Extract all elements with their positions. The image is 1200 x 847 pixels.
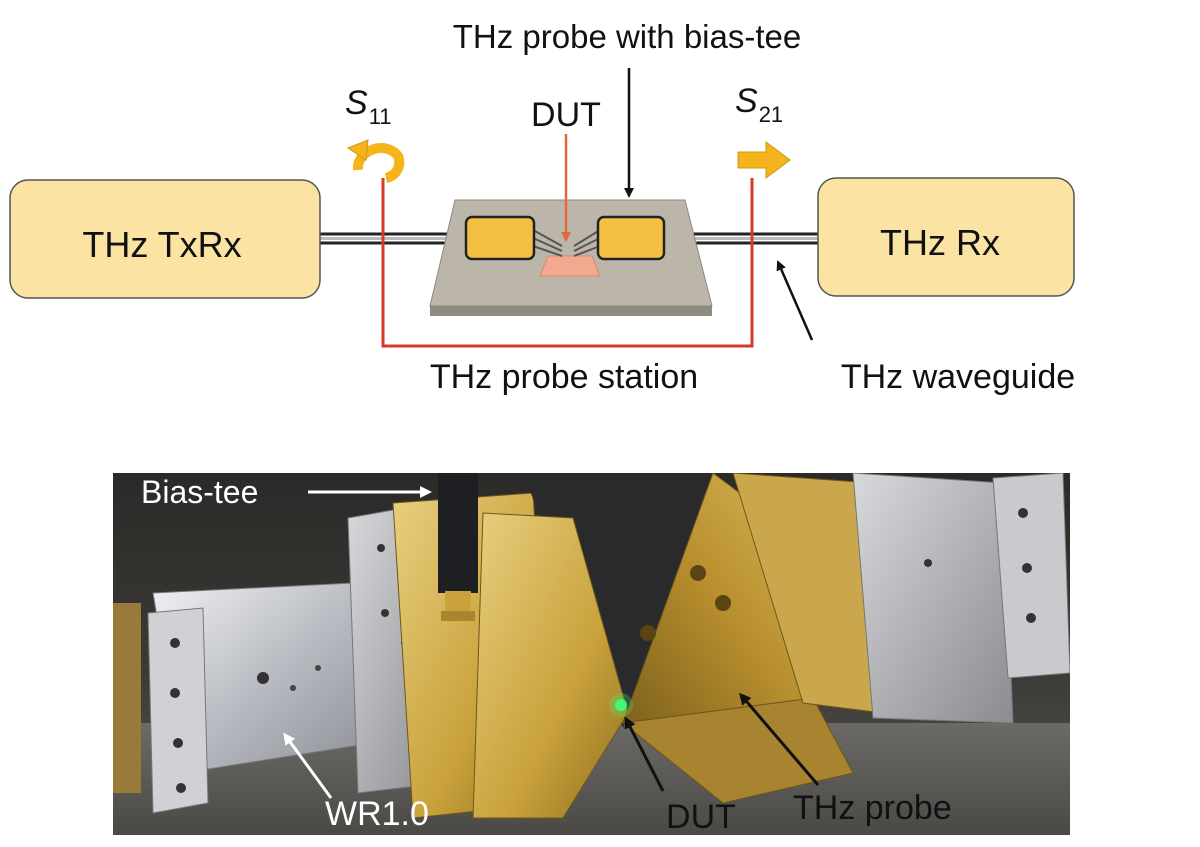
schematic-diagram: THz TxRx THz Rx S11 [9, 18, 1075, 396]
thz-txrx-label: THz TxRx [82, 224, 241, 265]
dut-glint [615, 699, 627, 711]
probe-pad-right [596, 215, 666, 261]
probe-station-outline [381, 178, 754, 348]
probe-tips [532, 229, 601, 257]
thz-probe-left [472, 512, 629, 819]
s21-label: S21 [735, 82, 783, 127]
photo-wr10-arrow [283, 732, 333, 799]
probe-station-label: THz probe station [430, 358, 698, 396]
photo-dut-arrow [624, 716, 665, 792]
dut-chip [539, 255, 601, 277]
photo-thz-probe-label: THz probe [793, 789, 952, 827]
s21-arrow-icon [737, 141, 791, 179]
right-waveguide-block [852, 473, 1070, 724]
dut-label: DUT [531, 96, 601, 134]
bias-tee-cable [438, 473, 478, 621]
photo-thz-probe-arrow [739, 692, 820, 786]
thz-rx-label: THz Rx [880, 222, 1000, 263]
waveguide-label: THz waveguide [841, 358, 1075, 396]
s11-arrow-icon [346, 139, 405, 183]
photo-bias-tee-label: Bias-tee [141, 474, 258, 510]
thz-rx-box [817, 177, 1075, 297]
waveguide-arrow [776, 260, 814, 341]
probe-pad-left [464, 215, 536, 261]
thz-txrx-box [9, 179, 321, 299]
s11-label: S11 [345, 84, 392, 129]
photo-wr10-label: WR1.0 [325, 795, 429, 833]
photo-dut-label: DUT [666, 798, 736, 835]
wr10-waveguide-block [147, 582, 374, 814]
probe-bias-tee-label: THz probe with bias-tee [453, 18, 801, 55]
setup-photo: Bias-tee WR1.0 DUT THz probe [113, 473, 1070, 835]
